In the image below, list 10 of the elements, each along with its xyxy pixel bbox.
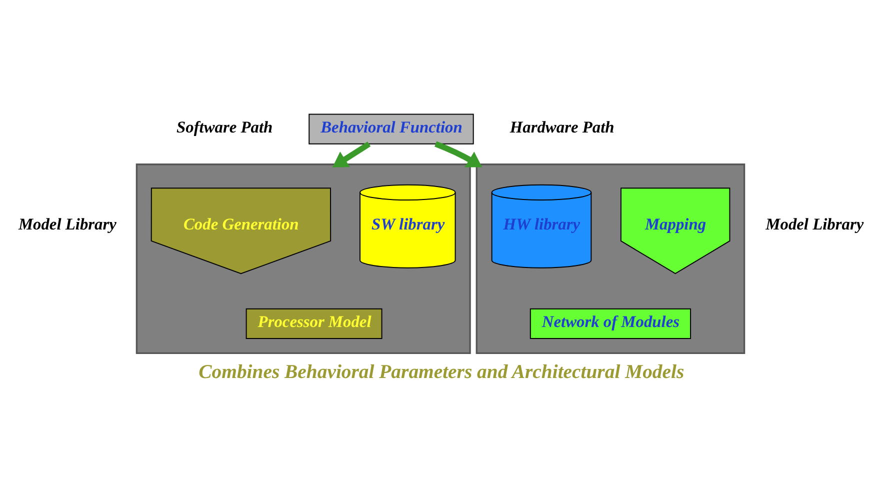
node-box: Behavioral Function: [308, 113, 474, 144]
label: Hardware Path: [510, 116, 614, 136]
cluster: [476, 163, 746, 354]
cluster: [136, 163, 471, 354]
label: Software Path: [176, 116, 273, 136]
node-box: Processor Model: [246, 308, 382, 338]
caption: Combines Behavioral Parameters and Architectural Models: [198, 360, 684, 383]
label: Model Library: [18, 214, 116, 234]
node-box: Network of Modules: [530, 308, 692, 338]
label: Model Library: [766, 214, 864, 234]
